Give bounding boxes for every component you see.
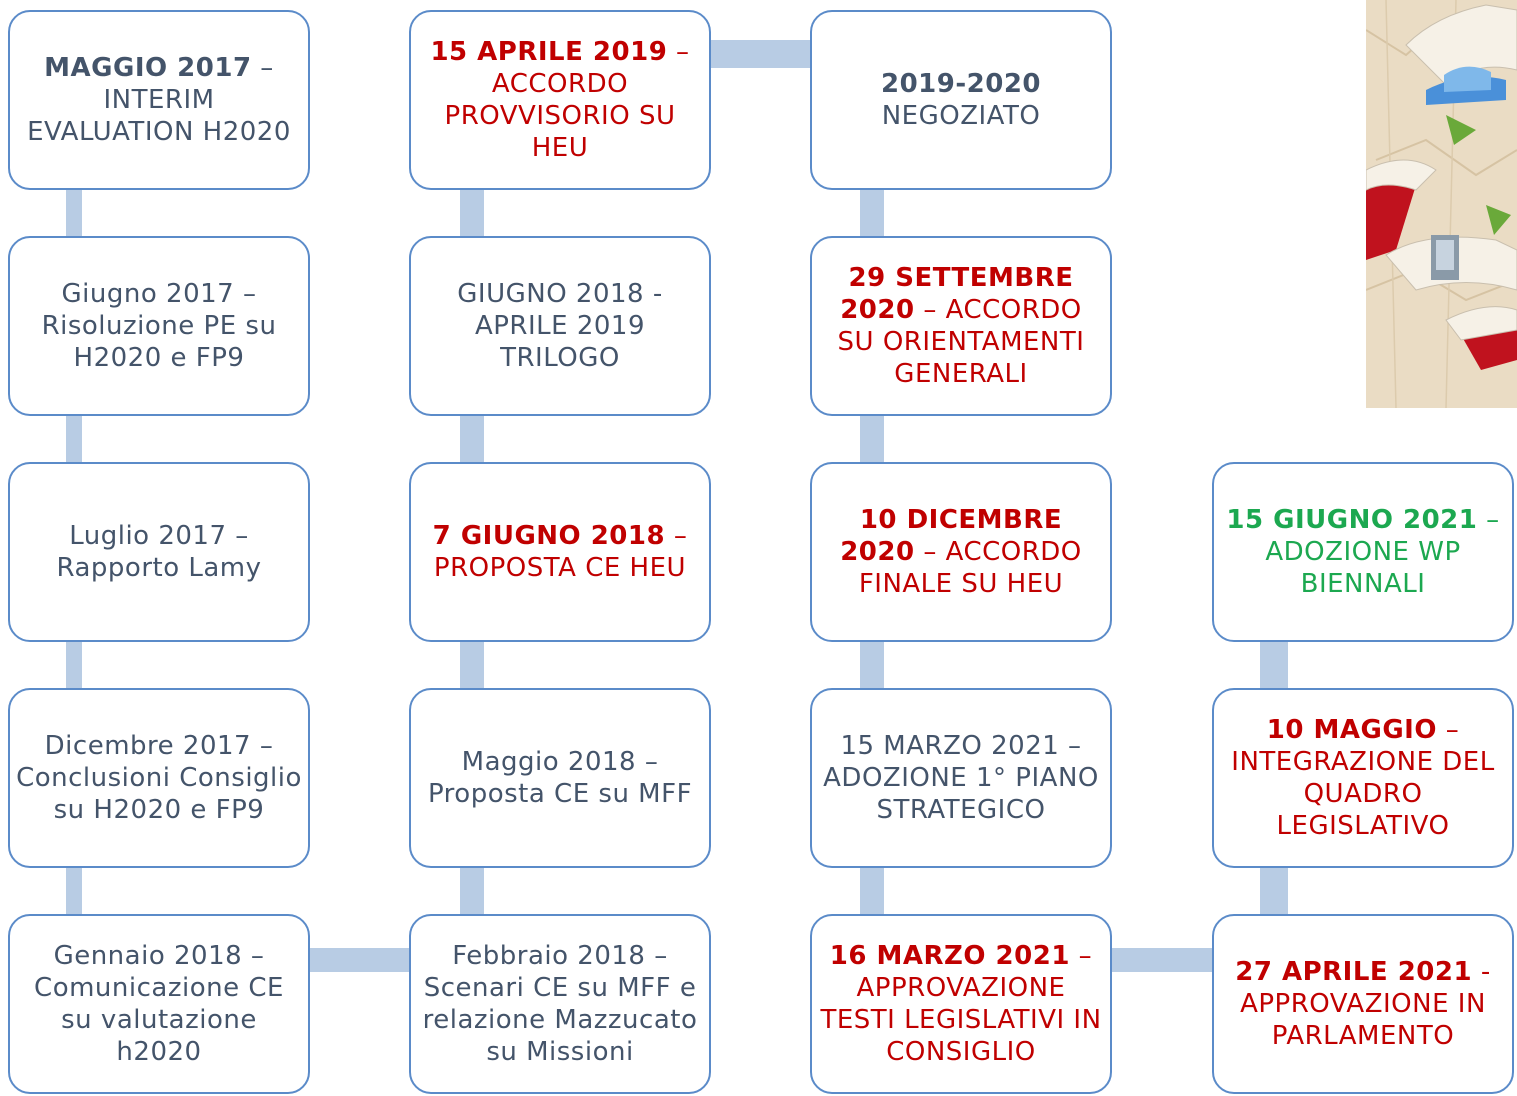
timeline-box-16-marzo-2021: 16 MARZO 2021 – APPROVAZIONE TESTI LEGIS… <box>810 914 1112 1094</box>
timeline-box-27-aprile-2021: 27 APRILE 2021 - APPROVAZIONE IN PARLAME… <box>1212 914 1514 1094</box>
box-date: 10 DICEMBRE 2020 <box>840 505 1063 567</box>
box-date: 27 APRILE 2021 <box>1235 957 1473 987</box>
timeline-box-15-aprile-2019: 15 APRILE 2019 – ACCORDO PROVVISORIO SU … <box>409 10 711 190</box>
box-text: Giugno 2017 – Risoluzione PE su H2020 e … <box>41 279 277 373</box>
timeline-box-febbraio-2018: Febbraio 2018 – Scenari CE su MFF e rela… <box>409 914 711 1094</box>
box-text: Dicembre 2017 – Conclusioni Consiglio su… <box>16 731 302 825</box>
box-date: 15 APRILE 2019 <box>430 37 668 67</box>
box-text: – INTEGRAZIONE DEL QUADRO LEGISLATIVO <box>1231 715 1495 841</box>
box-text: – ACCORDO PROVVISORIO SU HEU <box>444 37 690 163</box>
box-text: – ACCORDO SU ORIENTAMENTI GENERALI <box>837 295 1085 389</box>
box-text: – ACCORDO FINALE SU HEU <box>858 537 1082 599</box>
box-text: Maggio 2018 – Proposta CE su MFF <box>427 747 693 809</box>
timeline-box-gennaio-2018: Gennaio 2018 – Comunicazione CE su valut… <box>8 914 310 1094</box>
box-text: Febbraio 2018 – Scenari CE su MFF e rela… <box>422 941 698 1067</box>
box-text: – ADOZIONE WP BIENNALI <box>1265 505 1500 599</box>
timeline-box-15-marzo-2021: 15 MARZO 2021 – ADOZIONE 1° PIANO STRATE… <box>810 688 1112 868</box>
box-date: 29 SETTEMBRE 2020 <box>840 263 1074 325</box>
box-text: Gennaio 2018 – Comunicazione CE su valut… <box>34 941 284 1067</box>
timeline-box-maggio-2017: MAGGIO 2017 – INTERIM EVALUATION H2020 <box>8 10 310 190</box>
box-text: – APPROVAZIONE TESTI LEGISLATIVI IN CONS… <box>820 941 1102 1067</box>
box-text: GIUGNO 2018 - APRILE 2019 TRILOGO <box>457 279 663 373</box>
timeline-box-maggio-2018: Maggio 2018 – Proposta CE su MFF <box>409 688 711 868</box>
box-date: 15 GIUGNO 2021 <box>1226 505 1478 535</box>
box-text: Luglio 2017 – Rapporto Lamy <box>56 521 262 583</box>
timeline-box-trilogo: GIUGNO 2018 - APRILE 2019 TRILOGO <box>409 236 711 416</box>
connector <box>1112 948 1212 972</box>
timeline-box-giugno-2017: Giugno 2017 – Risoluzione PE su H2020 e … <box>8 236 310 416</box>
timeline-box-10-dicembre-2020: 10 DICEMBRE 2020 – ACCORDO FINALE SU HEU <box>810 462 1112 642</box>
box-text: – PROPOSTA CE HEU <box>433 521 688 583</box>
box-text: - APPROVAZIONE IN PARLAMENTO <box>1240 957 1491 1051</box>
connector <box>310 948 410 972</box>
box-date: MAGGIO 2017 <box>44 53 252 83</box>
box-text: 15 MARZO 2021 – ADOZIONE 1° PIANO STRATE… <box>823 731 1099 825</box>
timeline-box-2019-2020: 2019-2020 NEGOZIATO <box>810 10 1112 190</box>
connector <box>710 40 810 68</box>
timeline-box-luglio-2017: Luglio 2017 – Rapporto Lamy <box>8 462 310 642</box>
box-text: – INTERIM EVALUATION H2020 <box>27 53 291 147</box>
box-date: 16 MARZO 2021 <box>829 941 1070 971</box>
box-date: 2019-2020 <box>880 69 1042 99</box>
decorative-map-image-svg <box>1366 0 1517 408</box>
box-date: 10 MAGGIO <box>1266 715 1437 745</box>
timeline-box-dicembre-2017: Dicembre 2017 – Conclusioni Consiglio su… <box>8 688 310 868</box>
timeline-box-29-settembre-2020: 29 SETTEMBRE 2020 – ACCORDO SU ORIENTAME… <box>810 236 1112 416</box>
decorative-map-image <box>1366 0 1517 408</box>
box-text: NEGOZIATO <box>881 101 1041 131</box>
timeline-box-15-giugno-2021: 15 GIUGNO 2021 – ADOZIONE WP BIENNALI <box>1212 462 1514 642</box>
timeline-box-7-giugno-2018: 7 GIUGNO 2018 – PROPOSTA CE HEU <box>409 462 711 642</box>
box-date: 7 GIUGNO 2018 <box>432 521 666 551</box>
timeline-box-10-maggio: 10 MAGGIO – INTEGRAZIONE DEL QUADRO LEGI… <box>1212 688 1514 868</box>
